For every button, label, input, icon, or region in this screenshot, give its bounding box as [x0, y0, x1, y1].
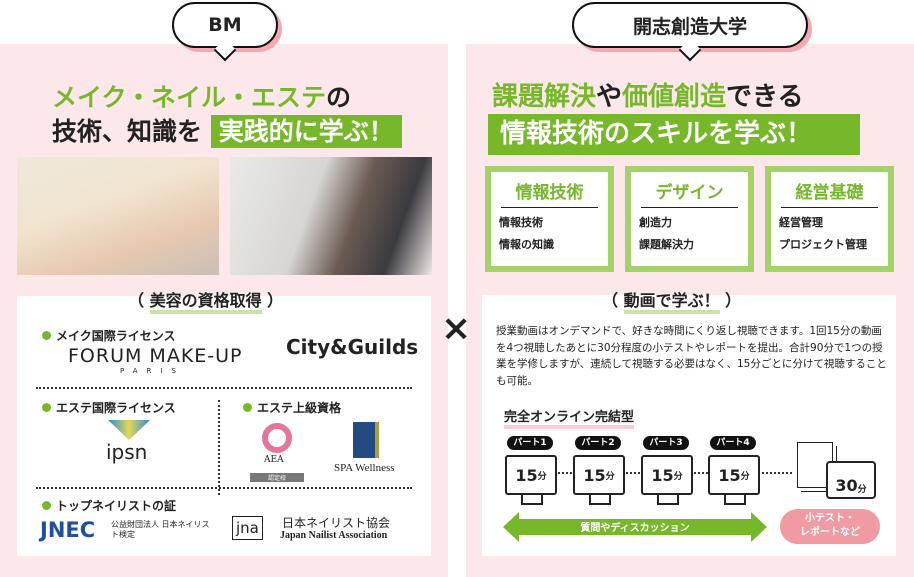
unit: 分	[673, 471, 683, 482]
kaishi-headline-1: 課題解決や価値創造できる	[492, 76, 804, 113]
skill-card-design: デザイン創造力課題解決力	[625, 166, 754, 272]
test-pill: 小テスト・レポートなど	[780, 509, 880, 544]
esthe-intl-label: エステ国際ライセンス	[42, 399, 176, 416]
nail-photo	[230, 157, 432, 275]
part-badge: パート2	[575, 436, 621, 450]
part-badge: パート3	[643, 436, 689, 450]
bm-headline-2: 技術、知識を 実践的に学ぶ！	[52, 112, 402, 148]
paris-text: PARIS	[120, 367, 185, 375]
cert-title: （ 美容の資格取得 ）	[128, 287, 283, 314]
minutes: 15	[651, 465, 674, 485]
unit: 分	[537, 471, 547, 482]
ipsn-logo: ipsn	[106, 440, 148, 464]
minutes: 15	[718, 465, 741, 485]
part-badge: パート4	[710, 436, 756, 450]
skill-title: 経営基礎	[781, 178, 878, 208]
dotted-connector	[762, 472, 792, 474]
dotted-connector	[558, 472, 572, 474]
aea-logo: AEA	[264, 455, 284, 465]
skill-item: プロジェクト管理	[779, 238, 867, 251]
skill-item: 情報技術	[499, 216, 543, 229]
skill-title: 情報技術	[501, 178, 598, 208]
esthe-advanced-label: エステ上級資格	[243, 399, 341, 416]
nailist-label: トップネイリストの証	[42, 497, 176, 514]
kaishi-bubble: 開志創造大学	[572, 2, 808, 48]
minutes: 15	[515, 465, 538, 485]
unit: 分	[605, 471, 615, 482]
dotted-connector	[694, 472, 708, 474]
kaishi-headline-box: 情報技術のスキルを学ぶ！	[488, 114, 860, 155]
divider	[218, 400, 220, 495]
test-minutes: 30	[835, 476, 858, 495]
jna-logo: jna	[232, 516, 263, 540]
cross-icon: ×	[441, 308, 472, 349]
unit: 分	[740, 471, 750, 482]
bm-label: BM	[208, 14, 242, 36]
video-description: 授業動画はオンデマンドで、好きな時間にくり返し視聴できます。1回15分の動画を4…	[496, 325, 887, 387]
online-title: 完全オンライン完結型	[504, 406, 635, 429]
skill-title: デザイン	[641, 178, 738, 208]
minutes: 15	[583, 465, 606, 485]
unit: 分	[857, 485, 867, 495]
forum-makeup-logo: FORUM MAKE-UP	[68, 345, 243, 367]
test-label: レポートなど	[800, 527, 860, 538]
skill-item: 経営管理	[779, 216, 823, 229]
jna-english: Japan Nailist Association	[280, 530, 388, 541]
h-text: や	[596, 82, 623, 112]
discussion-arrow-icon	[503, 512, 767, 542]
jna-name: 日本ネイリスト協会	[282, 516, 391, 530]
skill-item: 情報の知識	[499, 238, 554, 251]
video-title: （ 動画で学ぶ！ ）	[602, 287, 741, 314]
cert-title-text: 美容の資格取得	[149, 291, 262, 314]
skill-card-business: 経営基礎経営管理プロジェクト管理	[765, 166, 894, 272]
spa-wellness-icon	[353, 422, 379, 458]
jnec-name: 公益財団法人 日本ネイリスト検定	[111, 520, 210, 539]
city-guilds-logo: City&Guilds	[286, 335, 419, 359]
video-title-text: 動画で学ぶ！	[623, 291, 720, 314]
skill-card-it: 情報技術情報技術情報の知識	[485, 166, 614, 272]
test-label: 小テスト・	[805, 513, 855, 524]
h-green: 課題解決	[492, 82, 597, 112]
skill-item: 課題解決力	[639, 238, 694, 251]
skill-item: 創造力	[639, 216, 672, 229]
aea-ring-icon	[262, 423, 292, 453]
esthetic-photo	[17, 157, 219, 275]
bm-headline-1: メイク・ネイル・エステの	[52, 78, 351, 114]
divider	[36, 487, 412, 489]
dotted-connector	[626, 472, 640, 474]
part-badge: パート1	[507, 436, 553, 450]
h-text: できる	[726, 82, 804, 112]
bm-bubble: BM	[172, 2, 278, 48]
headline-text: 技術、知識を	[52, 117, 203, 146]
make-license-label: メイク国際ライセンス	[42, 327, 176, 344]
headline-green: メイク・ネイル・エステ	[52, 83, 327, 112]
discussion-label: 質問やディスカッション	[580, 523, 690, 534]
kaishi-label: 開志創造大学	[632, 15, 747, 38]
jnec-logo: JNEC	[40, 518, 96, 542]
divider	[36, 387, 412, 389]
headline-box: 実践的に学ぶ！	[210, 115, 402, 148]
aea-badge: 認定校	[250, 473, 304, 482]
spa-wellness-logo: SPA Wellness	[334, 462, 395, 474]
h-green: 価値創造	[622, 82, 727, 112]
headline-rest: の	[326, 83, 352, 112]
